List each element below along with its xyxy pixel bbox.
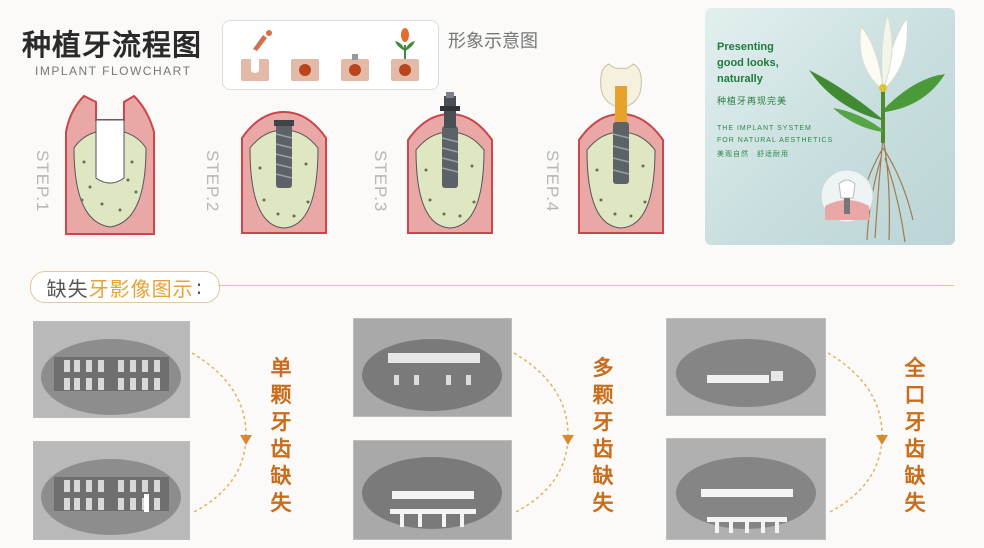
leaf-icon: [809, 70, 881, 120]
bone-texture: [80, 160, 138, 212]
bone-texture: [595, 164, 647, 218]
section-header: 缺失 牙影像图示 :: [30, 271, 220, 303]
step-4-label: STEP.4: [543, 150, 562, 213]
flower-root-illustration: [809, 12, 945, 243]
bone-texture: [258, 162, 310, 218]
promo-headline-3: naturally: [717, 73, 763, 85]
step-3-label: STEP.3: [371, 150, 390, 213]
schematic-label: 形象示意图: [448, 31, 538, 52]
step-3-diagram: [407, 92, 493, 234]
promo-image-panel: Presenting good looks, naturally 种植牙再现完美…: [705, 8, 955, 245]
schematic-step-1-icon: [241, 59, 269, 81]
tooth-implant-inset-icon: [820, 169, 874, 223]
schematic-step-3-icon: [341, 54, 369, 81]
bone-texture: [424, 164, 476, 218]
implant-crown-icon: [600, 63, 642, 184]
section-divider: [218, 285, 954, 286]
section-title-part2: 牙影像图示: [88, 276, 194, 301]
case-3-label: 全口牙齿缺失: [904, 356, 926, 515]
promo-line-2: FOR NATURAL AESTHETICS: [717, 137, 834, 144]
promo-tagline: 种植牙再现完美: [717, 96, 788, 106]
case-2-label: 多颗牙齿缺失: [592, 356, 614, 515]
case-2-arrow: [513, 352, 574, 514]
section-title-part1: 缺失: [46, 276, 89, 301]
page-subtitle: IMPLANT FLOWCHART: [35, 64, 192, 78]
step-1-diagram: [65, 94, 155, 235]
xray-multiple-before: [353, 318, 512, 417]
promo-headline-2: good looks,: [717, 57, 779, 69]
implant-abutment-icon: [440, 92, 460, 188]
implant-fixture-icon: [274, 120, 294, 188]
step-4-diagram: [578, 63, 664, 234]
promo-headline-1: Presenting: [717, 41, 774, 53]
xray-full-after: [666, 438, 826, 540]
xray-single-before: [33, 321, 190, 418]
arrow-head-icon: [240, 435, 252, 445]
case-1-label: 单颗牙齿缺失: [270, 356, 292, 515]
page-title: 种植牙流程图: [22, 28, 203, 62]
drill-tool-icon: [253, 30, 272, 51]
schematic-step-2-icon: [291, 59, 319, 81]
arrow-head-icon: [876, 435, 888, 445]
xray-single-after: [33, 441, 190, 540]
xray-full-before: [666, 318, 826, 416]
step-2-label: STEP.2: [203, 150, 222, 213]
schematic-step-4-icon: [391, 28, 419, 81]
white-flower-icon: [859, 12, 908, 92]
section-title-colon: :: [195, 275, 204, 299]
step-1-label: STEP.1: [33, 150, 52, 213]
case-1-arrow: [191, 352, 252, 514]
leaf-icon: [885, 74, 945, 112]
promo-line-3: 美观自然 舒适耐用: [717, 151, 789, 158]
schematic-icons: [241, 28, 419, 81]
xray-multiple-after: [353, 440, 512, 540]
arrow-head-icon: [562, 435, 574, 445]
promo-line-1: THE IMPLANT SYSTEM: [717, 125, 812, 132]
case-3-arrow: [827, 352, 888, 514]
schematic-panel: [222, 20, 439, 90]
step-2-diagram: [241, 110, 327, 234]
